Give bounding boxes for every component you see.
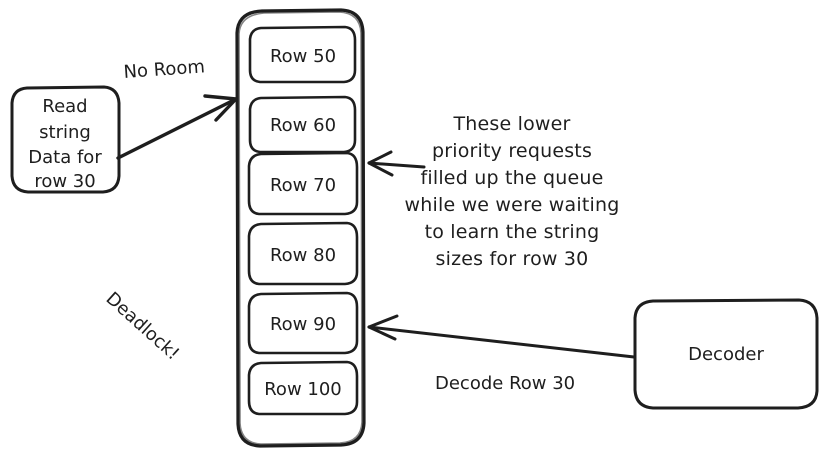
reader-box-line-1: string xyxy=(39,122,91,143)
queue-container xyxy=(235,8,366,448)
queue-item-label-1: Row 60 xyxy=(270,115,336,136)
decoder-box xyxy=(633,298,819,410)
reader-box xyxy=(10,85,121,194)
reader-box-line-0: Read xyxy=(42,96,87,117)
annotation-line-2: filled up the queue xyxy=(420,167,603,189)
annotation-line-5: sizes for row 30 xyxy=(436,248,589,270)
arrow-decode-row xyxy=(367,314,636,359)
queue-item-box-4 xyxy=(247,291,359,355)
no-room-label: No Room xyxy=(123,56,206,83)
arrow-annotation-to-queue xyxy=(367,150,426,177)
queue-item-label-3: Row 80 xyxy=(270,245,336,266)
queue-item-label-2: Row 70 xyxy=(270,175,336,196)
queue-item-labels: Row 50 Row 60 Row 70 Row 80 Row 90 Row 1… xyxy=(264,46,342,400)
queue-item-box-5 xyxy=(247,360,359,416)
queue-item-label-0: Row 50 xyxy=(270,46,336,67)
queue-item-label-4: Row 90 xyxy=(270,314,336,335)
queue-item-box-0 xyxy=(248,25,357,84)
annotation-line-4: to learn the string xyxy=(425,221,600,243)
queue-item-boxes xyxy=(247,25,359,416)
decode-row-label: Decode Row 30 xyxy=(435,373,575,394)
annotation-line-0: These lower xyxy=(452,113,570,135)
queue-item-box-2 xyxy=(247,151,359,216)
reader-box-line-3: row 30 xyxy=(34,171,95,192)
arrow-no-room xyxy=(116,94,238,160)
annotation-line-1: priority requests xyxy=(432,140,592,162)
queue-item-label-5: Row 100 xyxy=(264,379,342,400)
decoder-box-label: Decoder xyxy=(688,344,764,365)
deadlock-label: Deadlock! xyxy=(102,288,184,364)
queue-item-box-3 xyxy=(247,221,359,286)
annotation-line-3: while we were waiting xyxy=(405,194,620,216)
queue-annotation-text: These lower priority requests filled up … xyxy=(405,113,620,270)
reader-box-line-2: Data for xyxy=(28,147,102,168)
reader-box-label: Read string Data for row 30 xyxy=(28,96,102,192)
